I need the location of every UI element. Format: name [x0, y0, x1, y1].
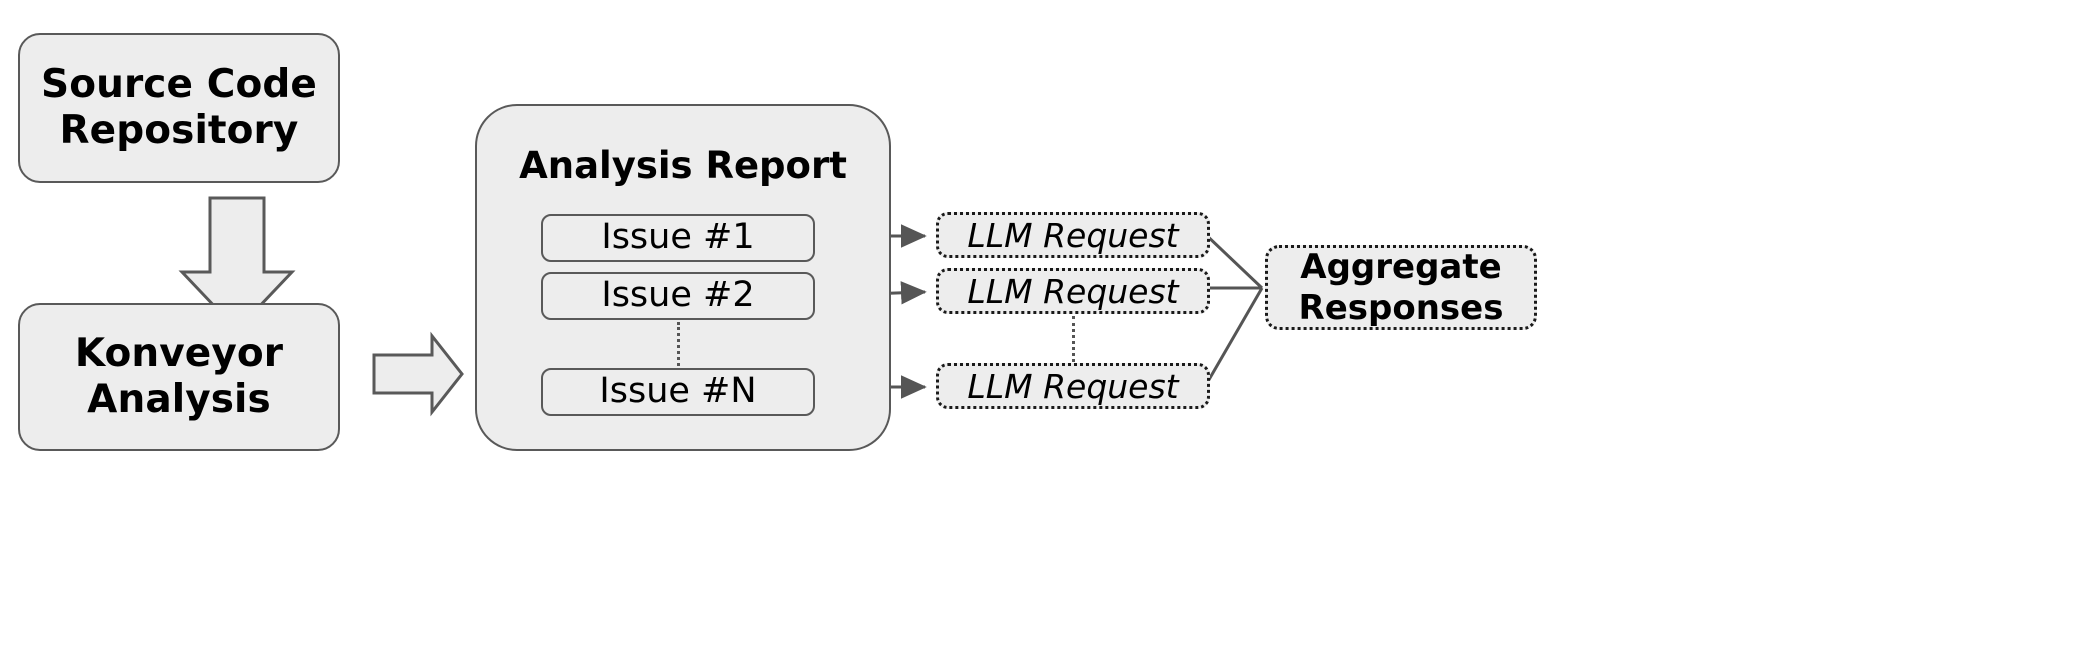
llm-request-2: LLM Request	[936, 268, 1210, 314]
edge-llm-1-to-aggregate	[1201, 230, 1264, 290]
llm-request-n: LLM Request	[936, 363, 1210, 409]
issue-continuation-dots	[677, 322, 680, 366]
issue-label: Issue #2	[601, 275, 755, 316]
block-arrow-right-konveyor-to-report	[372, 331, 464, 417]
llm-request-continuation-dots	[1072, 316, 1075, 362]
issue-item-1: Issue #1	[541, 214, 815, 262]
node-analysis-report: Analysis Report Issue #1 Issue #2 Issue …	[475, 104, 891, 451]
llm-request-label: LLM Request	[967, 271, 1179, 311]
node-konveyor-analysis: Konveyor Analysis	[18, 303, 340, 451]
llm-request-1: LLM Request	[936, 212, 1210, 258]
node-aggregate-responses: Aggregate Responses	[1265, 245, 1537, 330]
issue-item-n: Issue #N	[541, 368, 815, 416]
konveyor-analysis-label: Konveyor Analysis	[74, 330, 284, 422]
llm-request-label: LLM Request	[967, 215, 1179, 255]
analysis-report-title: Analysis Report	[519, 144, 847, 187]
aggregate-responses-label: Aggregate Responses	[1298, 247, 1504, 328]
edge-llm-n-to-aggregate	[1201, 287, 1264, 391]
issue-label: Issue #N	[599, 371, 757, 412]
llm-request-label: LLM Request	[967, 366, 1179, 406]
issue-item-2: Issue #2	[541, 272, 815, 320]
source-code-repository-label: Source Code Repository	[41, 61, 317, 153]
node-source-code-repository: Source Code Repository	[18, 33, 340, 183]
issue-label: Issue #1	[601, 217, 755, 258]
